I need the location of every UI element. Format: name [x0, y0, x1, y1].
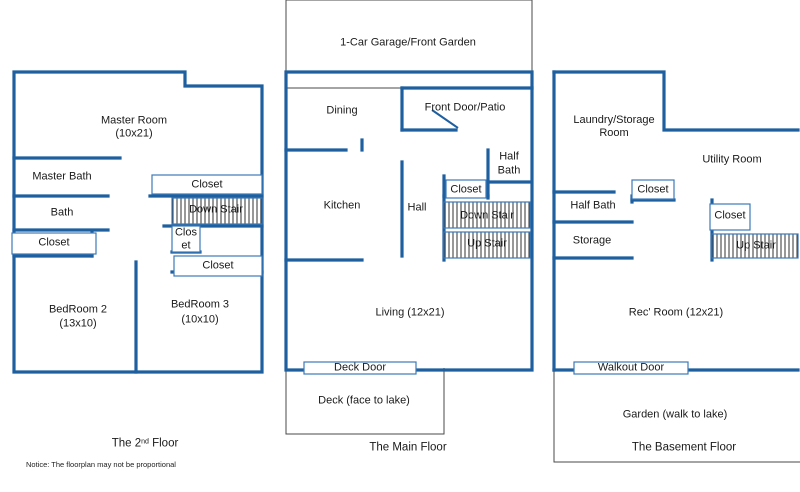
closet-bottom-box [173, 255, 263, 277]
second-floor-fixtures [11, 174, 263, 277]
label-deck: Deck (face to lake) [318, 394, 410, 407]
label-closet-bottom: Closet [202, 259, 234, 272]
label-bedroom3: BedRoom 3 [170, 298, 230, 311]
label-main-up-stair: Up Stair [467, 237, 507, 250]
title-main-floor: The Main Floor [369, 441, 447, 454]
label-bedroom3-size: (10x10) [181, 313, 219, 326]
label-closet-small-2: et [181, 239, 191, 252]
label-half-bath: Half Bath [570, 199, 616, 212]
label-living: Living (12x21) [375, 306, 445, 319]
front-door-swing [431, 109, 459, 129]
label-storage: Storage [572, 234, 612, 247]
label-deck-door: Deck Door [334, 361, 386, 374]
label-bath: Bath [50, 206, 74, 219]
label-basement-closet-2: Closet [714, 209, 746, 222]
closet-top-box [151, 174, 263, 195]
label-down-stair-2nd: Down Stair [189, 203, 243, 216]
basement-closet-1-box [631, 179, 675, 200]
main-floor-walls [284, 70, 534, 372]
label-master-room-size: (10x21) [115, 127, 153, 140]
basement-fixtures [573, 179, 751, 375]
label-garage: 1-Car Garage/Front Garden [340, 36, 476, 49]
label-rec-room: Rec' Room (12x21) [628, 306, 724, 319]
label-main-down-stair: Down Stair [460, 209, 514, 222]
label-utility: Utility Room [702, 153, 762, 166]
basement-up-stair [711, 233, 799, 259]
label-bedroom2: BedRoom 2 [48, 303, 108, 316]
deck-box [285, 368, 445, 435]
label-main-closet: Closet [450, 183, 482, 196]
label-kitchen: Kitchen [323, 199, 361, 212]
second-floor-down-stair [171, 197, 263, 225]
title-basement-floor: The Basement Floor [631, 441, 737, 454]
label-laundry: Laundry/Storage Room [573, 114, 655, 139]
closet-left-box [11, 232, 97, 255]
basement-closet-2-box [709, 203, 751, 231]
closet-small-box [171, 225, 201, 253]
label-closet-top: Closet [191, 178, 223, 191]
label-hall: Hall [407, 201, 427, 214]
main-closet-box [445, 179, 487, 199]
label-front-door: Front Door/Patio [424, 101, 506, 114]
label-walkout-door: Walkout Door [597, 361, 665, 374]
main-floor-fixtures [303, 179, 487, 375]
label-closet-small-1: Clos [174, 226, 198, 239]
label-master-bath: Master Bath [32, 170, 92, 183]
label-garden: Garden (walk to lake) [622, 408, 728, 421]
label-half-bath-1: Half [499, 150, 519, 163]
label-master-room: Master Room [100, 114, 168, 127]
label-dining: Dining [326, 104, 358, 117]
title-second-floor: The 2nd Floor [111, 437, 179, 450]
basement-outline [553, 368, 800, 463]
label-basement-up-stair: Up Stair [736, 239, 776, 252]
garden-box [553, 368, 800, 463]
walkout-door-box [573, 361, 689, 375]
main-down-stair [443, 201, 531, 229]
label-bedroom2-size: (13x10) [59, 317, 97, 330]
deck-door-box [303, 361, 417, 375]
label-basement-closet-1: Closet [637, 183, 669, 196]
notice-text: Notice: The floorplan may not be proport… [26, 460, 176, 469]
label-half-bath-2: Bath [497, 164, 521, 177]
label-closet-left: Closet [38, 236, 70, 249]
main-up-stair [443, 231, 531, 259]
